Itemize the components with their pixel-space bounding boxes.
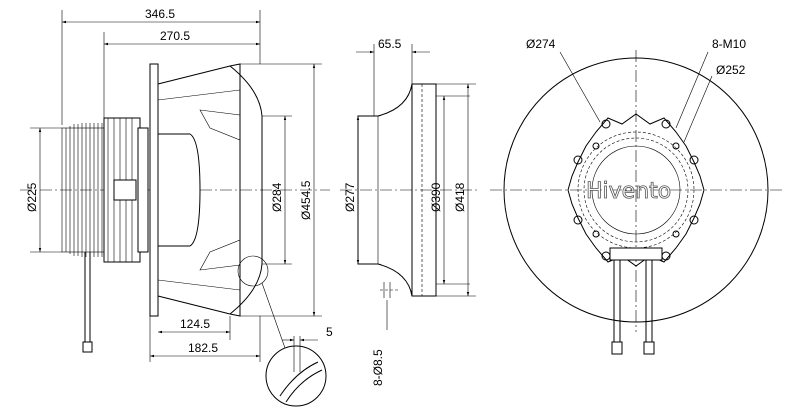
dim-holes: 8-Ø8.5: [371, 349, 385, 386]
dim-threads: 8-M10: [712, 37, 746, 51]
watermark: Hivento: [586, 179, 671, 204]
impeller: [157, 63, 263, 317]
motor-cable: [82, 252, 93, 353]
bolt-holes: [573, 119, 699, 261]
front-view: Ø274 8-M10 Ø252 Hivento: [490, 37, 782, 355]
dim-bolt-circle: Ø390: [429, 182, 443, 212]
dim-impeller-diameter: Ø454.5: [299, 180, 313, 220]
motor-fins: [61, 117, 149, 263]
dim-flange-offset: 124.5: [180, 317, 210, 331]
dim-motor-diameter: Ø225: [25, 182, 39, 212]
dim-throat-diameter: Ø277: [343, 182, 357, 212]
side-dimensions: [30, 10, 322, 362]
motor-body: [157, 133, 201, 247]
dim-inner-pcd: Ø252: [716, 63, 746, 77]
mounting-plate: [149, 63, 159, 317]
motor-flange: [567, 113, 705, 267]
side-view: 346.5 270.5 Ø225 Ø284 Ø454.5 124.5 182.5: [20, 7, 330, 362]
dim-outer-pcd: Ø274: [526, 37, 556, 51]
dim-impeller-length: 270.5: [160, 29, 190, 43]
dim-clearance: 5: [326, 325, 333, 339]
dim-mount-length: 182.5: [188, 341, 218, 355]
dim-ring-depth: 65.5: [378, 37, 402, 51]
dim-overall-length: 346.5: [145, 7, 175, 21]
front-cable: [609, 247, 663, 355]
detail-view: 5: [265, 325, 333, 407]
inlet-ring-view: 65.5 Ø277 Ø390 Ø418 8-Ø8.5: [340, 37, 478, 386]
detail-marker-circle: [237, 255, 269, 287]
dim-flange-diameter: Ø418: [453, 182, 467, 212]
dim-inlet-diameter: Ø284: [270, 182, 284, 212]
